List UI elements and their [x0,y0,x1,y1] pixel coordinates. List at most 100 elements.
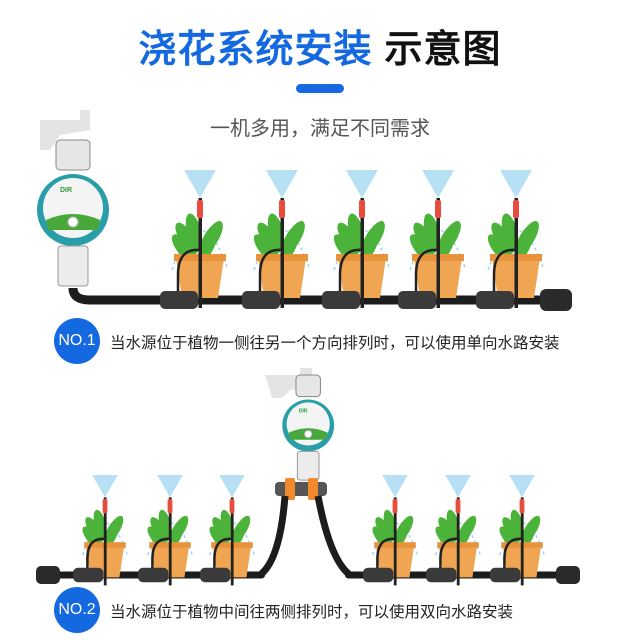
badge-no1: NO.1 [54,318,100,364]
branch-pipe-left [257,495,289,578]
leaf [437,226,456,260]
water-spray [346,170,378,198]
timer-controller: DIR [37,139,109,287]
stake [456,497,460,586]
tee-connector [363,567,394,583]
stake [393,497,397,586]
nozzle [279,200,285,218]
tee-connector [160,291,198,309]
drip-tube [492,248,517,300]
leaf [169,519,185,547]
leaf [220,509,234,538]
plant-unit [398,170,467,309]
tee-connector [73,567,104,583]
stake [514,198,518,308]
water-spray [266,170,298,198]
end-cap [36,566,60,584]
drip-tube [503,537,523,575]
plant-unit [160,170,229,309]
water-spray [445,475,471,498]
leaf [515,226,534,260]
plant-unit [73,475,129,586]
plant-unit [363,475,419,586]
leaf [413,222,437,254]
stake [436,198,440,308]
leaf [375,517,394,543]
leaf [361,226,380,260]
faucet-coupler [295,374,321,398]
nozzle [359,200,365,218]
branch-pipe-right [314,495,353,578]
leaf [501,213,519,249]
timer-controller: DIR [282,374,335,481]
leaf [104,519,120,547]
leaf [267,213,285,249]
drip-tube [86,537,106,575]
stake [168,497,172,586]
tee-connector [398,291,436,309]
plant-unit [200,475,256,586]
plant-unit [138,475,194,586]
nozzle [435,200,441,218]
drip-tube [376,537,396,575]
badge-no2: NO.2 [54,587,100,633]
leaf [199,226,218,260]
nozzle [455,499,461,514]
leaf [446,509,460,538]
title-highlight: 浇花系统安装 [138,27,373,71]
tee-connector [138,567,169,583]
tee-connector [200,567,231,583]
drip-tube [258,248,283,300]
tee-connector [476,291,514,309]
drip-tube [151,537,171,575]
leaf [510,509,524,538]
drip-tube [414,248,439,300]
stake [103,497,107,586]
drip-tube [439,537,459,575]
leaf [383,509,397,538]
water-spray [219,475,245,498]
subtitle: 一机多用，满足不同需求 [210,116,430,140]
valve-lever [285,478,295,500]
tee-connector [322,291,360,309]
nozzle [519,499,525,514]
water-spray [422,170,454,198]
drip-tube [213,537,233,575]
leaf [93,509,107,538]
plant-unit [426,475,482,586]
y-splitter-valve [275,482,327,496]
nozzle [513,200,519,218]
leaf [438,517,457,543]
water-spray [509,475,535,498]
valve-lever [308,478,318,500]
nozzle [167,499,173,514]
plant-unit [476,170,545,309]
outlet-coupler [296,450,320,481]
water-spray [92,475,118,498]
leaf [423,213,441,249]
stake [280,198,284,308]
water-spray [382,475,408,498]
faucet [40,110,90,150]
title-divider [296,84,344,93]
plant-unit [322,170,391,309]
title-rest: 示意图 [384,27,502,71]
water-spray [157,475,183,498]
tee-connector [490,567,521,583]
outlet-coupler [57,245,89,287]
tee-connector [242,291,280,309]
leaf [185,213,203,249]
stake [230,497,234,586]
leaf [521,519,537,547]
plant-unit [490,475,546,586]
controller-button [67,216,79,228]
page-title: 浇花系统安装示意图 [0,18,640,73]
leaf [337,222,361,254]
nozzle [392,499,398,514]
stake [360,198,364,308]
leaf [231,519,247,547]
leaf [212,517,231,543]
water-spray [184,170,216,198]
caption-no2: 当水源位于植物中间往两侧排列时，可以使用双向水路安装 [110,603,514,621]
